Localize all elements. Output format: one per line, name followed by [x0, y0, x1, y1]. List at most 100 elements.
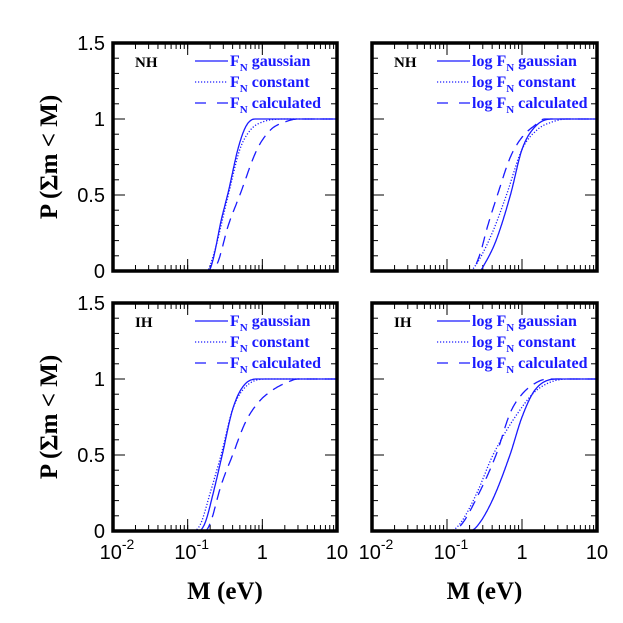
legend-name: F: [230, 313, 240, 330]
x-tick-base: 1: [516, 542, 527, 564]
panel-label: NH: [135, 55, 158, 71]
legend-subscript: N: [240, 343, 248, 355]
x-tick-base: 10: [174, 542, 196, 564]
legend-label: FN calculated: [230, 95, 321, 116]
series-line-dashed: [113, 118, 337, 272]
series-line-dotted: [372, 118, 597, 272]
legend-label: log FN constant: [472, 334, 577, 355]
legend-suffix: gaussian: [514, 53, 577, 70]
series-line-solid: [113, 118, 337, 272]
legend-subscript: N: [506, 62, 514, 74]
legend-name: log F: [472, 74, 506, 91]
x-tick-label: 10: [326, 542, 348, 564]
legend-suffix: calculated: [514, 95, 587, 112]
x-tick-base: 10: [359, 542, 381, 564]
legend-subscript: N: [506, 104, 514, 116]
legend-label: FN gaussian: [230, 53, 311, 74]
legend-suffix: calculated: [248, 95, 321, 112]
x-tick-label: 10-1: [174, 536, 209, 564]
x-tick-base: 1: [257, 542, 268, 564]
x-tick-exponent: -2: [122, 536, 135, 552]
x-tick-label: 10: [586, 542, 608, 564]
legend-subscript: N: [240, 364, 248, 376]
plot-frame: [111, 41, 339, 273]
series-line-solid: [113, 378, 337, 532]
y-tick-label: 0.5: [77, 445, 105, 467]
plot-frame: [370, 41, 599, 273]
legend-suffix: gaussian: [248, 53, 311, 70]
legend-label: log FN constant: [472, 74, 577, 95]
panel-label: IH: [135, 315, 153, 331]
series-line-dotted: [113, 378, 337, 532]
legend-name: F: [230, 334, 240, 351]
legend-name: log F: [472, 355, 506, 372]
legend-name: F: [230, 74, 240, 91]
x-tick-label: 10-2: [100, 536, 135, 564]
x-tick-base: 10: [100, 542, 122, 564]
x-tick-base: 10: [586, 542, 608, 564]
y-tick-label: 0: [94, 521, 105, 543]
legend-label: FN constant: [230, 334, 310, 355]
plot-frame: [370, 301, 599, 533]
panel-label: IH: [394, 315, 412, 331]
y-tick-label: 1: [94, 369, 105, 391]
legend-suffix: constant: [514, 74, 576, 91]
legend-label: log FN calculated: [472, 95, 588, 116]
series-line-solid: [372, 118, 597, 272]
x-tick-exponent: -1: [456, 536, 469, 552]
legend-suffix: constant: [248, 74, 310, 91]
y-tick-label: 1.5: [77, 293, 105, 315]
legend-subscript: N: [506, 364, 514, 376]
y-axis-title: P (Σm < M): [36, 355, 63, 479]
x-tick-label: 1: [516, 542, 527, 564]
legend-name: F: [230, 355, 240, 372]
legend-name: log F: [472, 334, 506, 351]
panel-label: NH: [394, 55, 417, 71]
y-tick-label: 1: [94, 109, 105, 131]
y-tick-label: 1.5: [77, 33, 105, 55]
legend-subscript: N: [506, 322, 514, 334]
plot-frame: [111, 301, 339, 533]
legend-name: F: [230, 95, 240, 112]
x-tick-base: 10: [326, 542, 348, 564]
legend-suffix: calculated: [248, 355, 321, 372]
legend-label: FN calculated: [230, 355, 321, 376]
legend-subscript: N: [240, 104, 248, 116]
x-tick-base: 10: [434, 542, 456, 564]
legend-suffix: constant: [514, 334, 576, 351]
x-axis-title: M (eV): [447, 578, 523, 605]
legend-subscript: N: [240, 322, 248, 334]
x-tick-label: 1: [257, 542, 268, 564]
series-line-dashed: [372, 118, 597, 272]
legend-subscript: N: [240, 83, 248, 95]
legend-name: log F: [472, 53, 506, 70]
legend-subscript: N: [506, 83, 514, 95]
x-axis-title: M (eV): [187, 578, 263, 605]
legend-label: FN gaussian: [230, 313, 311, 334]
legend-suffix: calculated: [514, 355, 587, 372]
series-line-dotted: [372, 378, 597, 532]
y-tick-label: 0: [94, 261, 105, 283]
legend-label: FN constant: [230, 74, 310, 95]
legend-name: log F: [472, 313, 506, 330]
legend-label: log FN calculated: [472, 355, 588, 376]
legend-suffix: constant: [248, 334, 310, 351]
series-line-dotted: [113, 118, 337, 272]
x-tick-label: 10-1: [434, 536, 469, 564]
legend-suffix: gaussian: [514, 313, 577, 330]
x-tick-label: 10-2: [359, 536, 394, 564]
legend-subscript: N: [506, 343, 514, 355]
legend-label: log FN gaussian: [472, 313, 577, 334]
x-tick-exponent: -2: [381, 536, 394, 552]
y-axis-title: P (Σm < M): [36, 95, 63, 219]
x-tick-exponent: -1: [197, 536, 210, 552]
legend-label: log FN gaussian: [472, 53, 577, 74]
series-line-dashed: [372, 378, 597, 532]
series-line-solid: [372, 378, 597, 532]
y-tick-label: 0.5: [77, 185, 105, 207]
